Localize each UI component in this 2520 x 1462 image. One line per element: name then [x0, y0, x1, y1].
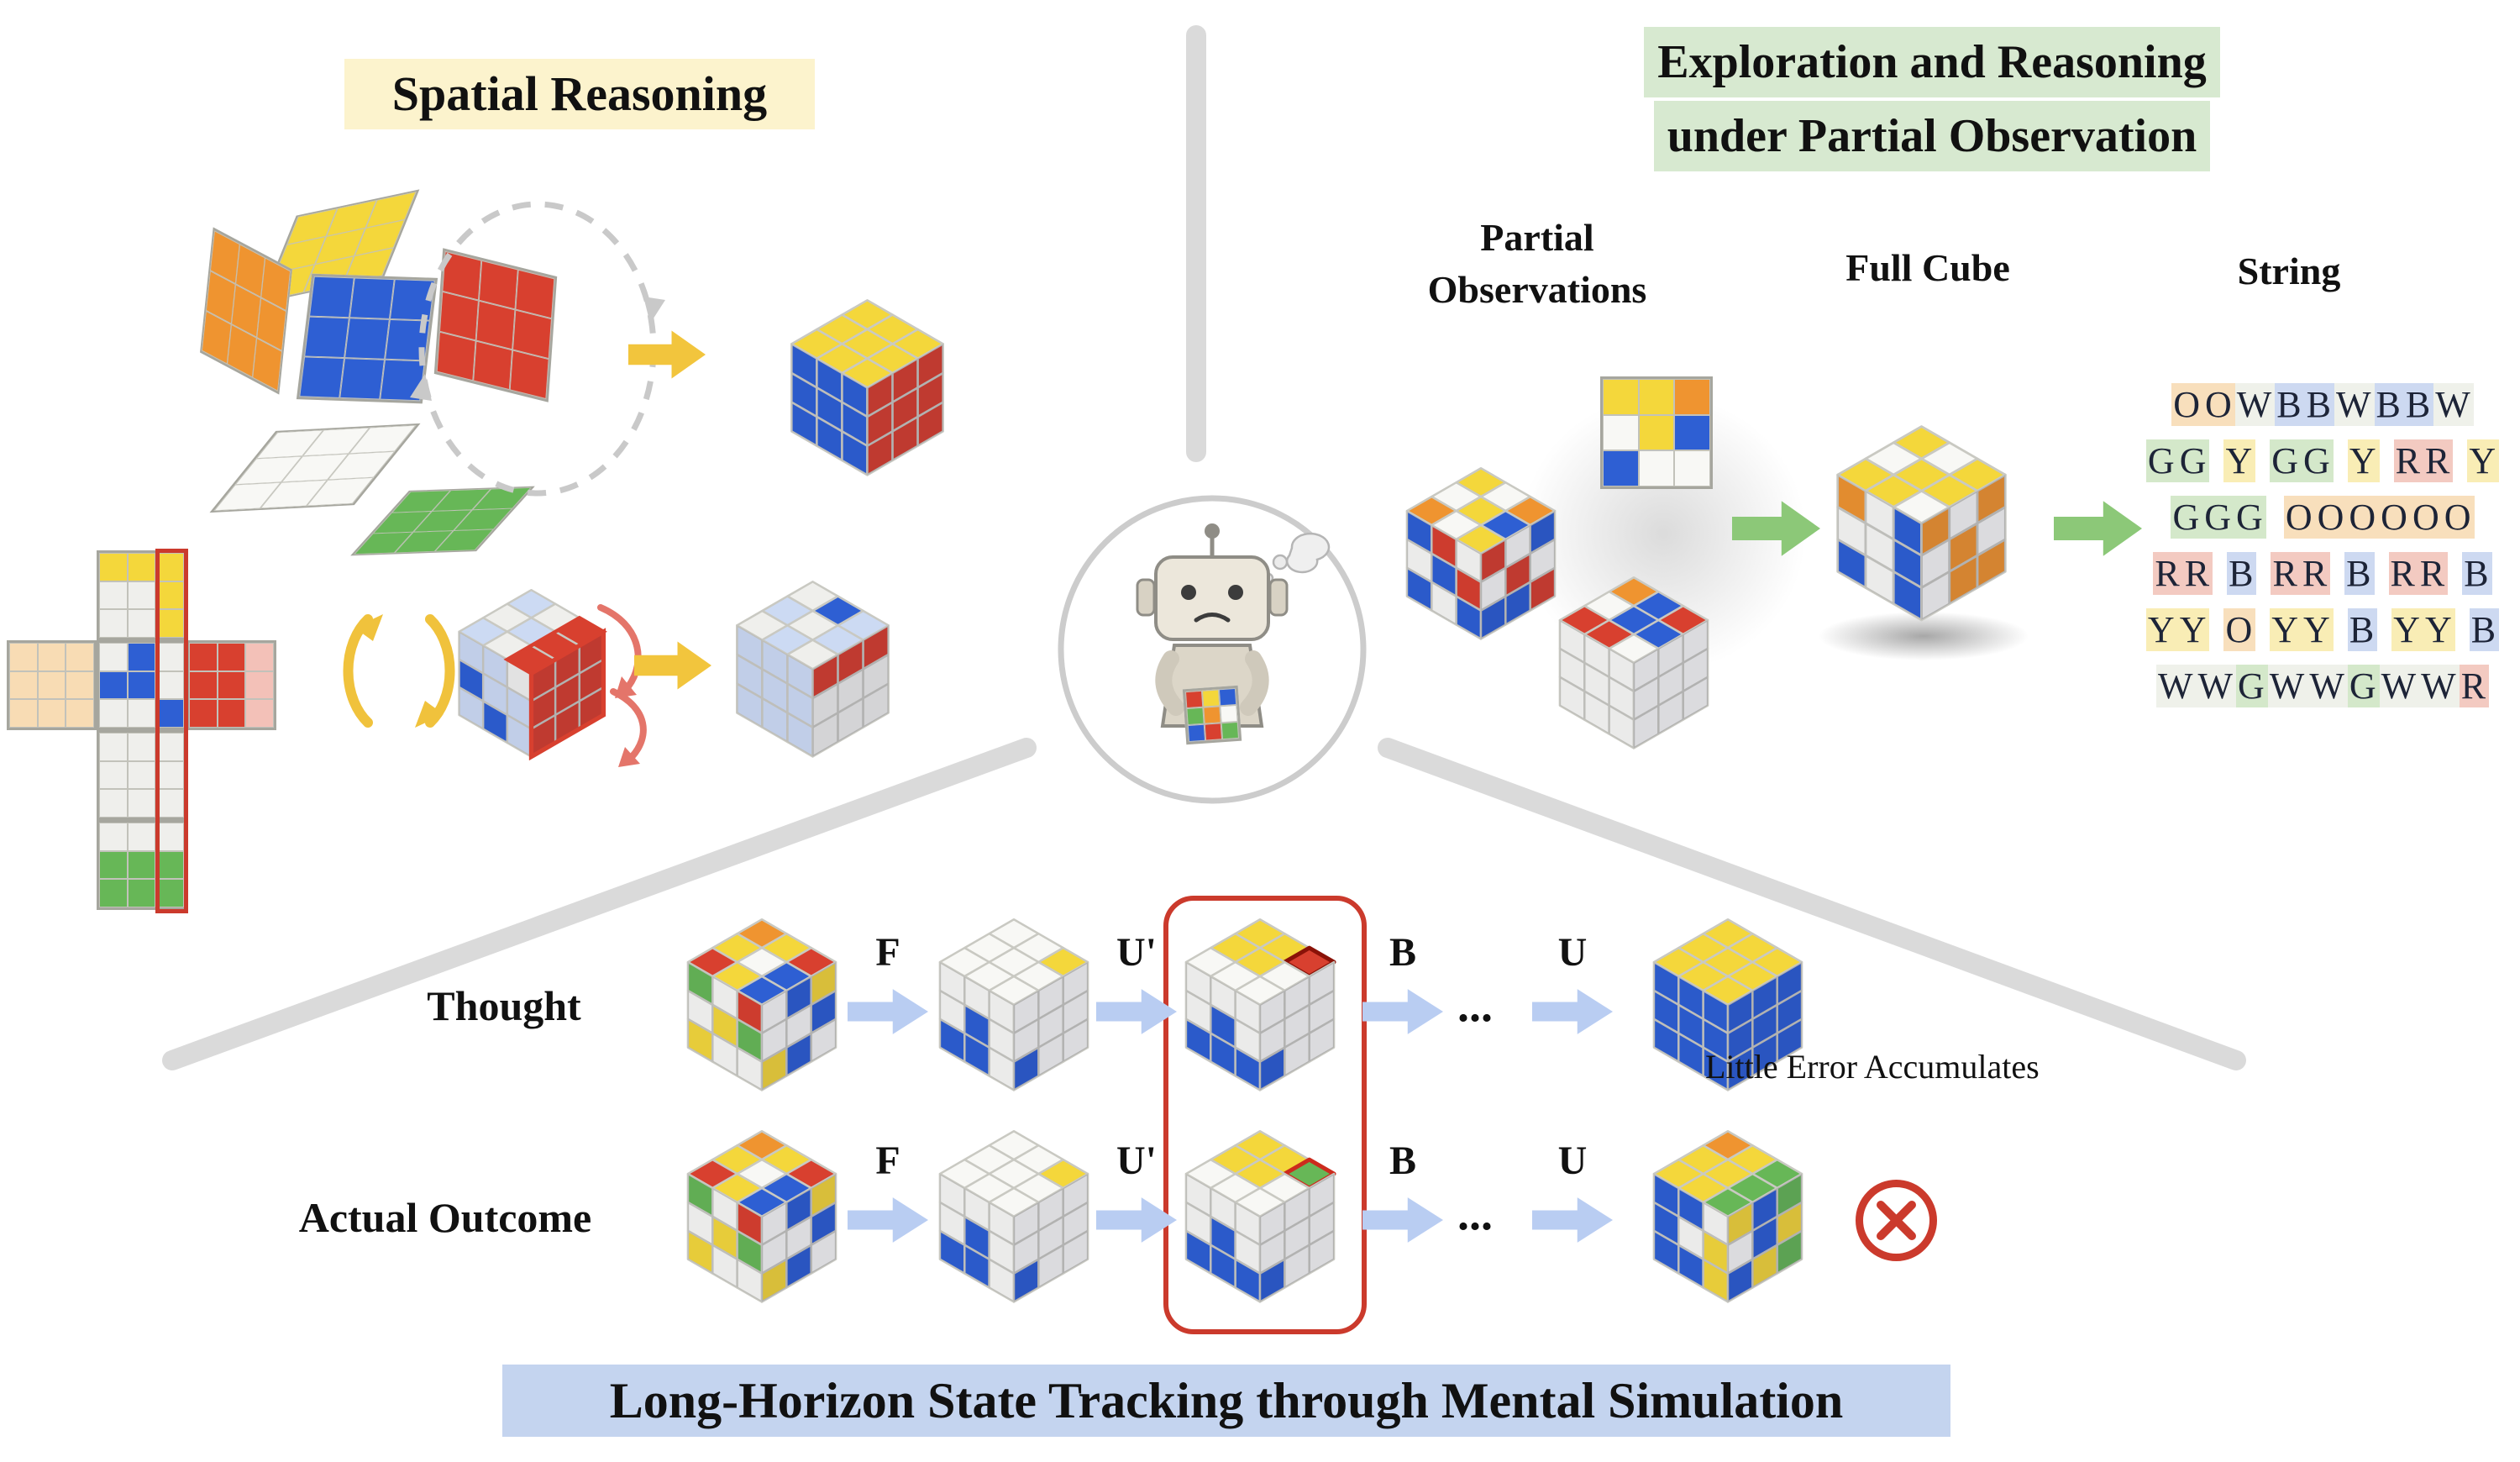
exploration-title: Exploration and Reasoning under Partial … — [1554, 25, 2310, 173]
thought-cube-2 — [1180, 918, 1340, 1094]
move-label: B — [1389, 930, 1416, 975]
cross-net-front-face — [97, 640, 186, 730]
cross-net-bottom-face — [97, 730, 186, 820]
move-arrow-icon — [1362, 989, 1443, 1034]
thought-ellipsis: ... — [1457, 980, 1493, 1032]
net-face-white — [209, 423, 421, 513]
thought-cube-0 — [682, 918, 842, 1094]
actual-cube-1 — [934, 1129, 1094, 1306]
partial-observation-cube-2 — [1554, 576, 1714, 752]
full-cube-header: Full Cube — [1845, 246, 2010, 289]
thought-final-cube — [1648, 918, 1808, 1094]
thought-move-b: B — [1361, 931, 1445, 1039]
move-arrow-icon — [1362, 1197, 1443, 1243]
mismatch-x-icon — [1856, 1180, 1937, 1261]
move-label: U' — [1116, 1139, 1157, 1183]
partial-observations-header: Partial Observations — [1427, 216, 1647, 311]
thought-cube-1 — [934, 918, 1094, 1094]
thought-bubble-icon — [1285, 532, 1331, 574]
actual-move-u: U — [1530, 1139, 1614, 1247]
spatial-reasoning-title: Spatial Reasoning — [344, 59, 815, 129]
little-error-caption: Little Error Accumulates — [1705, 1048, 2040, 1086]
net-face-orange — [200, 227, 292, 395]
full-cube — [1831, 424, 2012, 624]
thought-move-f: F — [846, 931, 930, 1039]
actual-move-b: B — [1361, 1139, 1445, 1247]
actual-ellipsis: ... — [1457, 1188, 1493, 1240]
exploration-title-line2: under Partial Observation — [1653, 101, 2211, 171]
cross-net-right-face — [186, 640, 276, 730]
robot-held-cube — [1182, 685, 1242, 745]
rotate-result-arrow-icon — [634, 641, 711, 690]
thought-move-u: U — [1530, 931, 1614, 1039]
rotating-cube — [454, 588, 609, 760]
cross-net-back-face — [97, 820, 186, 910]
actual-row-label: Actual Outcome — [298, 1194, 592, 1241]
string-line: OOWBBWBBW — [2171, 383, 2474, 426]
rotation-cycle-icon — [343, 614, 455, 728]
string-line: GGG OOOOOO — [2171, 496, 2475, 539]
thought-move-uprime: U' — [1095, 931, 1179, 1039]
move-label: U — [1557, 930, 1588, 975]
folded-cube-result — [785, 298, 949, 479]
cube-string-panel: OOWBBWBBW GG Y GG Y RR Y GGG OOOOOO RR B… — [2138, 376, 2507, 714]
right-diagonal-divider — [1378, 738, 2246, 1070]
robot-icon — [1058, 495, 1367, 804]
move-arrow-icon — [848, 989, 928, 1034]
move-arrow-icon — [1096, 989, 1177, 1034]
cross-net-left-face — [7, 640, 97, 730]
partial-observation-cube-1 — [1401, 466, 1561, 643]
move-label: F — [875, 1139, 900, 1183]
move-label: F — [875, 930, 900, 975]
fold-arrow-icon — [628, 330, 706, 379]
net-face-green — [350, 486, 535, 556]
tracking-title: Long-Horizon State Tracking through Ment… — [502, 1365, 1950, 1437]
rotated-column-highlight — [155, 549, 188, 913]
move-arrow-icon — [848, 1197, 928, 1243]
divergence-highlight-box — [1163, 896, 1367, 1334]
cross-net-top-face — [97, 550, 186, 640]
move-arrow-icon — [1532, 989, 1613, 1034]
rotated-cube-result — [731, 580, 895, 760]
actual-move-uprime: U' — [1095, 1139, 1179, 1247]
exploration-title-line1: Exploration and Reasoning — [1644, 27, 2220, 97]
string-line: YY O YY B YY B — [2145, 608, 2500, 651]
move-label: U' — [1116, 930, 1157, 975]
actual-move-f: F — [846, 1139, 930, 1247]
thought-row-label: Thought — [427, 982, 581, 1029]
move-arrow-icon — [1532, 1197, 1613, 1243]
net-face-red — [433, 248, 558, 402]
actual-final-cube — [1648, 1129, 1808, 1306]
partial-observation-face — [1600, 376, 1713, 489]
move-arrow-icon — [1096, 1197, 1177, 1243]
actual-cube-0 — [682, 1129, 842, 1306]
string-header: String — [2237, 250, 2341, 292]
string-line: WWGWWGWWR — [2155, 665, 2490, 707]
move-label: U — [1557, 1139, 1588, 1183]
stringify-arrow-icon — [2054, 501, 2142, 556]
move-label: B — [1389, 1139, 1416, 1183]
actual-cube-2 — [1180, 1129, 1340, 1306]
string-line: RR B RR B RR B — [2153, 552, 2492, 595]
string-line: GG Y GG Y RR Y — [2145, 439, 2500, 482]
net-face-blue — [296, 273, 438, 404]
